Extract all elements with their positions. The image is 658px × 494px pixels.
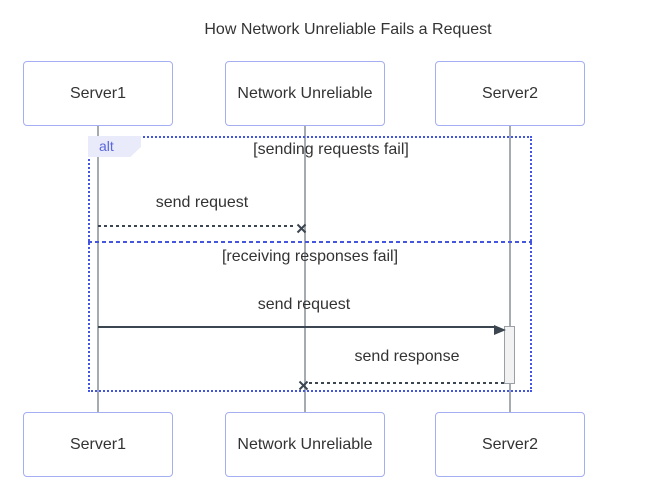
- actor-box-server2-bottom: Server2: [435, 412, 585, 477]
- diagram-title: How Network Unreliable Fails a Request: [204, 21, 492, 38]
- actor-box-network-unreliable-top: Network Unreliable: [225, 61, 385, 126]
- message-label-send-request-1: send request: [155, 194, 249, 211]
- lifeline-network-unreliable: [304, 126, 306, 412]
- message-line-send-response: [309, 382, 504, 384]
- lifeline-server1: [97, 126, 99, 412]
- message-label-send-response: send response: [354, 348, 460, 365]
- actor-box-server2-top: Server2: [435, 61, 585, 126]
- alt-condition-receiving: [receiving responses fail]: [221, 248, 399, 265]
- alt-section-divider: [88, 241, 532, 243]
- alt-condition-sending: [sending requests fail]: [253, 141, 409, 158]
- message-fail-cross-icon: [296, 221, 307, 239]
- lifeline-server2: [509, 126, 511, 412]
- message-line-send-request-1: [98, 225, 296, 227]
- alt-frame: [88, 136, 532, 392]
- activation-bar-server2: [504, 326, 515, 384]
- actor-box-network-unreliable-bottom: Network Unreliable: [225, 412, 385, 477]
- alt-operator-label: alt: [88, 136, 141, 157]
- message-line-send-request-2: [98, 326, 496, 328]
- actor-box-server1-top: Server1: [23, 61, 173, 126]
- message-fail-cross-icon: [298, 378, 309, 396]
- message-label-send-request-2: send request: [257, 296, 351, 313]
- actor-box-server1-bottom: Server1: [23, 412, 173, 477]
- arrowhead-icon: [494, 322, 506, 340]
